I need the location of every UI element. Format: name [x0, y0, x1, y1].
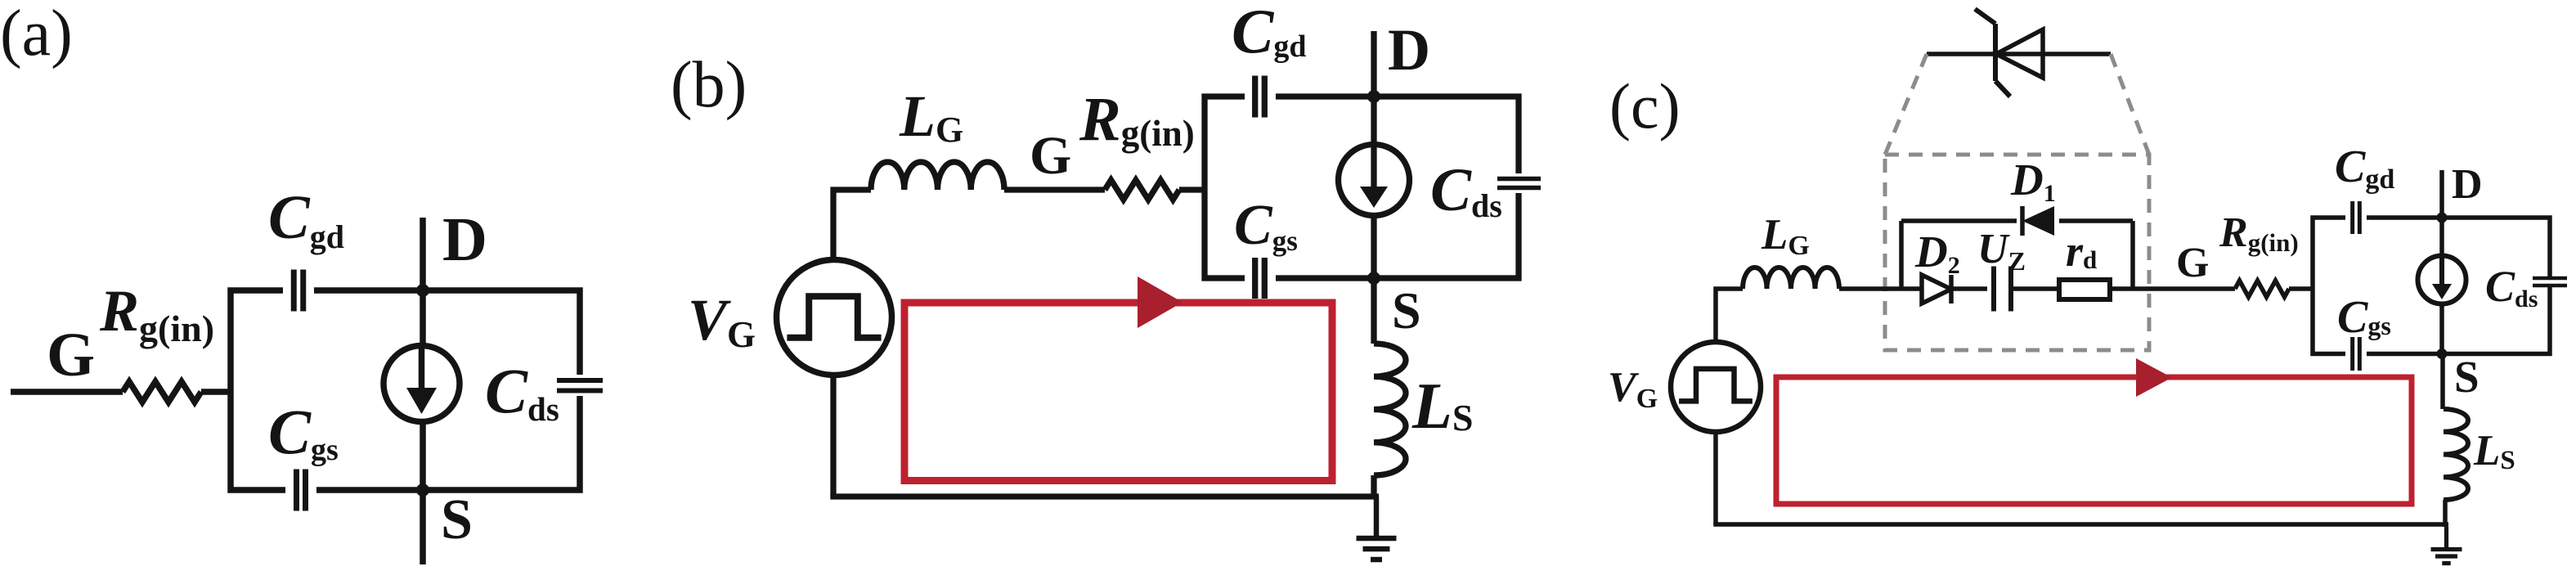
svg-text:D: D — [442, 205, 487, 274]
svg-text:UZ: UZ — [1977, 226, 2026, 276]
svg-text:G: G — [1030, 126, 1071, 186]
svg-text:Cgd: Cgd — [268, 183, 344, 255]
svg-text:S: S — [2454, 352, 2480, 402]
svg-text:G: G — [47, 321, 95, 389]
svg-text:S: S — [441, 488, 473, 551]
svg-text:D: D — [2452, 161, 2483, 208]
svg-text:rd: rd — [2066, 227, 2097, 276]
svg-text:(b): (b) — [671, 49, 747, 121]
svg-text:D: D — [1388, 17, 1430, 83]
svg-text:(a): (a) — [0, 0, 73, 70]
svg-text:VG: VG — [1608, 364, 1658, 414]
svg-text:S: S — [1392, 281, 1421, 339]
svg-text:G: G — [2176, 240, 2209, 286]
svg-text:(c): (c) — [1609, 70, 1681, 142]
svg-text:Cgd: Cgd — [2335, 142, 2394, 195]
